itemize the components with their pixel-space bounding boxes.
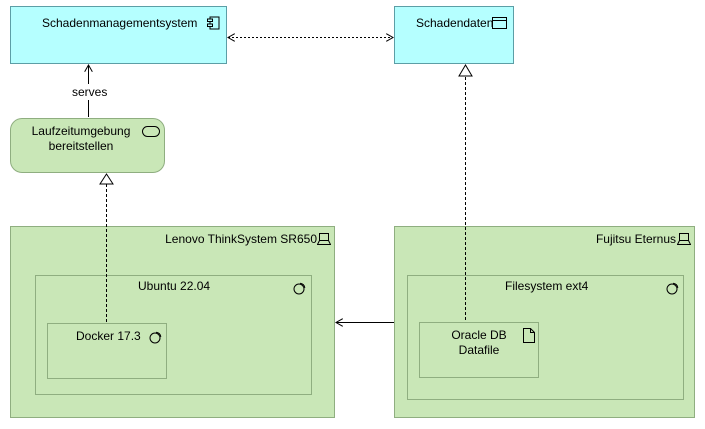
docker-label: Docker 17.3 <box>76 329 141 343</box>
serves-label-background <box>68 84 109 100</box>
realization-arrowhead-docker <box>99 173 114 185</box>
laufzeitumgebung-node[interactable]: Laufzeitumgebung bereitstellen <box>10 118 165 173</box>
component-icon <box>207 16 220 30</box>
system-software-icon <box>666 282 679 295</box>
lenovo-label: Lenovo ThinkSystem SR650 <box>165 232 317 246</box>
ubuntu-node[interactable]: Ubuntu 22.04 Docker 17.3 <box>35 275 312 395</box>
docker-node[interactable]: Docker 17.3 <box>47 323 167 379</box>
schadendaten-label: Schadendaten <box>416 16 494 30</box>
fujitsu-device-node[interactable]: Fujitsu Eternus Filesystem ext4 Oracle D… <box>394 226 695 418</box>
ubuntu-label: Ubuntu 22.04 <box>138 279 211 293</box>
oracle-label-line1: Oracle DB <box>451 328 507 342</box>
data-object-icon <box>492 17 507 29</box>
filesystem-node[interactable]: Filesystem ext4 Oracle DB Datafile <box>407 275 684 400</box>
laufzeitumgebung-label-line1: Laufzeitumgebung <box>31 124 131 138</box>
filesystem-label: Filesystem ext4 <box>505 279 589 293</box>
laufzeitumgebung-label-line2: bereitstellen <box>48 139 114 153</box>
serves-label: serves <box>72 85 108 99</box>
device-icon <box>317 233 331 245</box>
schadendaten-node[interactable]: Schadendaten <box>394 6 514 64</box>
oracle-datafile-node[interactable]: Oracle DB Datafile <box>419 322 539 378</box>
lenovo-device-node[interactable]: Lenovo ThinkSystem SR650 Ubuntu 22.04 Do… <box>10 226 335 418</box>
schadenmanagementsystem-label: Schadenmanagementsystem <box>42 16 198 30</box>
schadenmanagementsystem-node[interactable]: Schadenmanagementsystem <box>10 6 227 64</box>
oracle-label-line2: Datafile <box>458 343 500 357</box>
technology-service-icon <box>142 126 160 137</box>
system-software-icon <box>149 331 162 344</box>
artifact-icon <box>523 328 535 343</box>
device-icon <box>677 233 691 245</box>
system-software-icon <box>293 282 306 295</box>
fujitsu-label: Fujitsu Eternus <box>595 232 676 246</box>
realization-arrowhead-datafile <box>458 64 473 77</box>
